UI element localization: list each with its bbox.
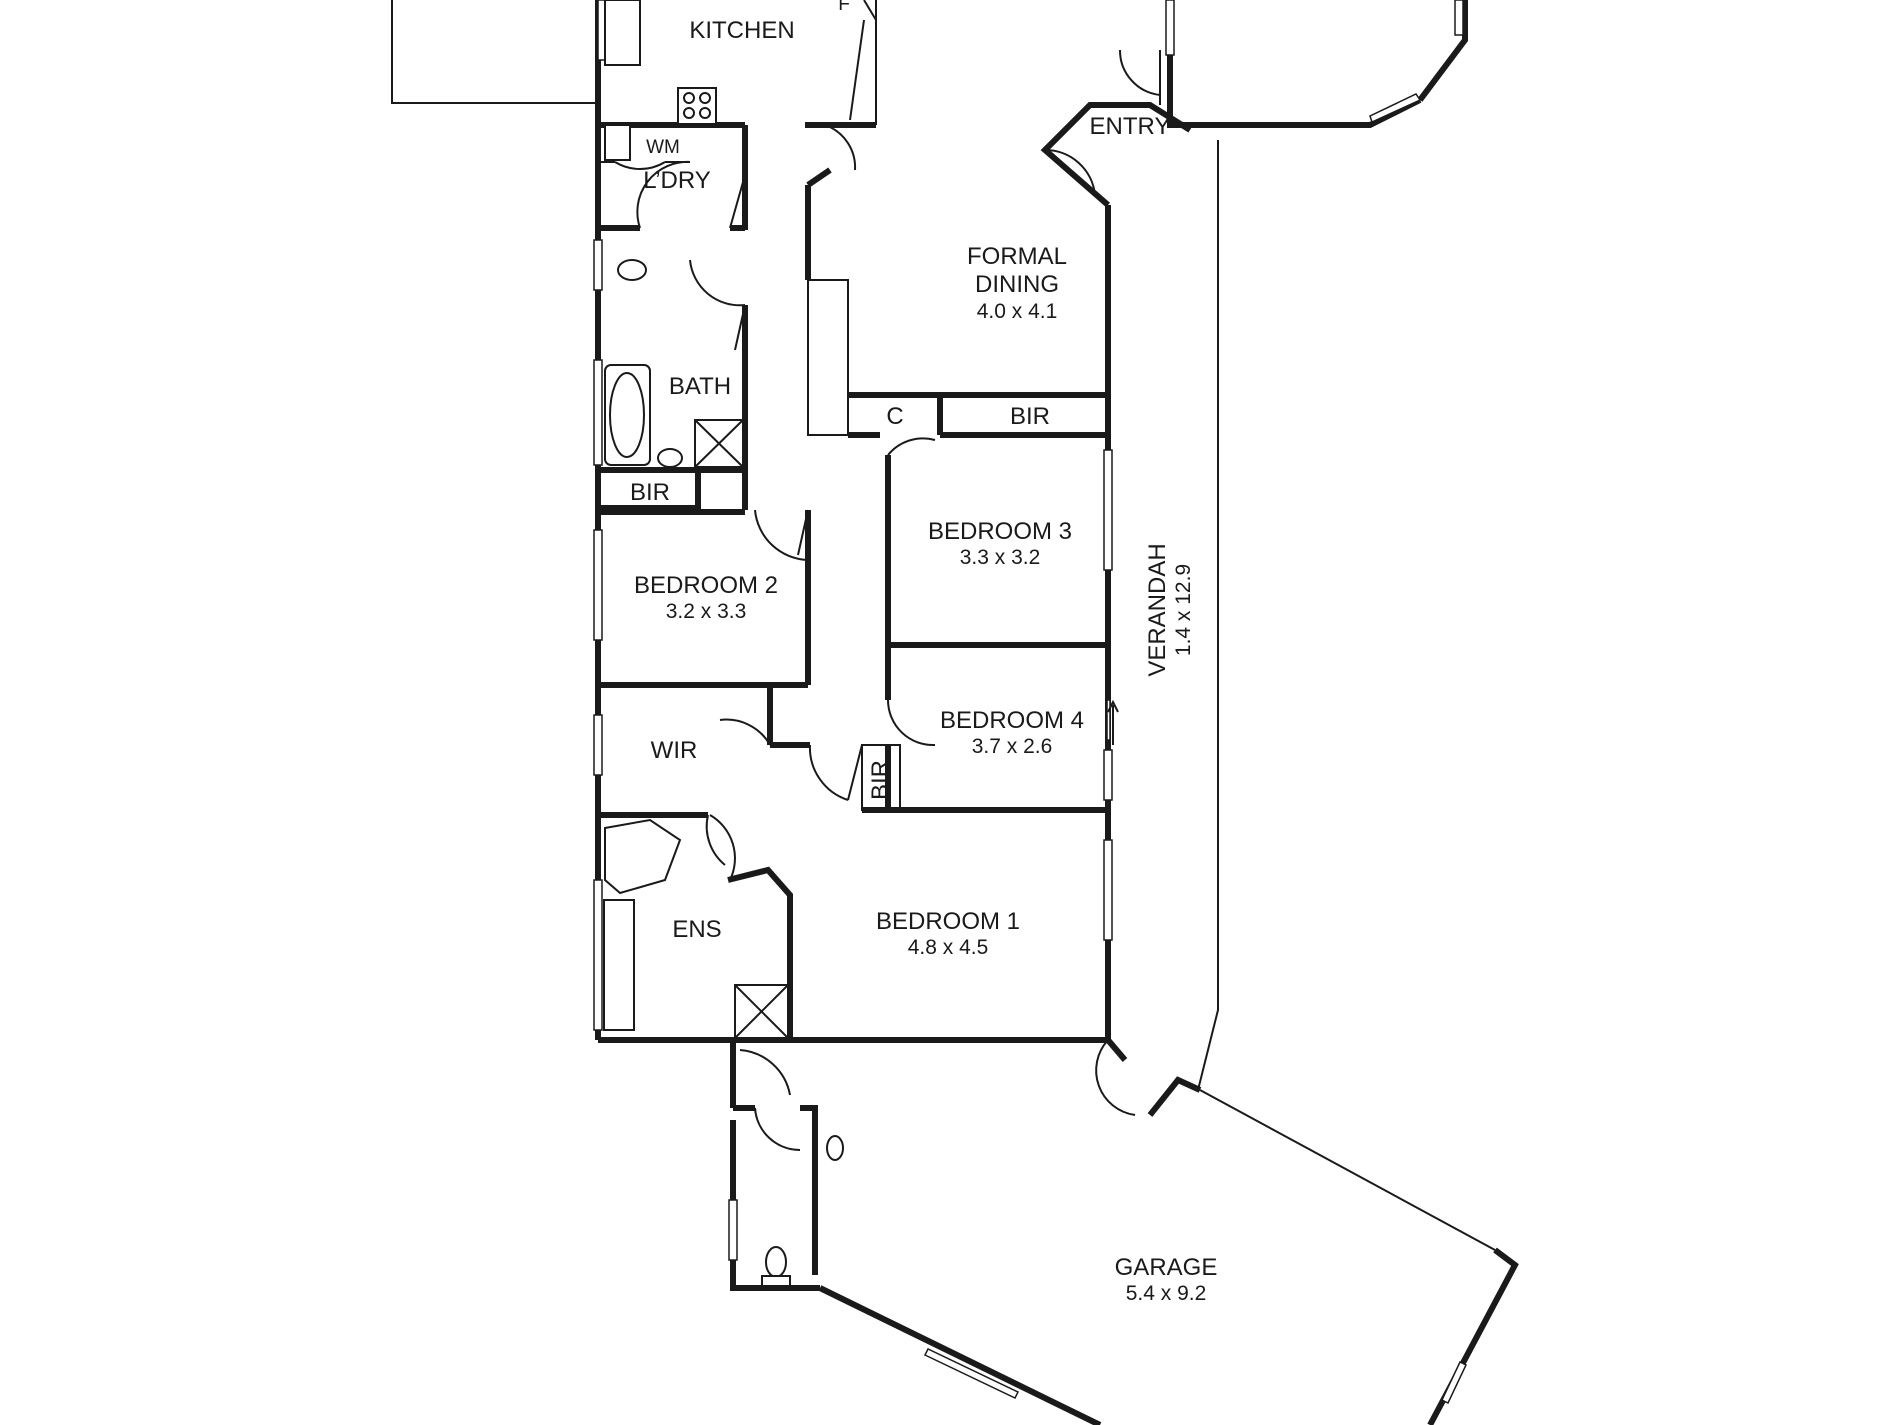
garage-size: 5.4 x 9.2 <box>1126 1282 1207 1305</box>
windows <box>593 0 1467 1405</box>
exterior-walls <box>391 0 1468 1043</box>
cupboard-label: C <box>886 403 903 430</box>
verandah-outline <box>1197 140 1219 1091</box>
bedroom2-size: 3.2 x 3.3 <box>666 600 747 623</box>
formal-dining-label-2: DINING <box>975 271 1059 298</box>
entry-label: ENTRY <box>1090 113 1171 140</box>
basin-icon <box>657 448 683 468</box>
verandah-label-group: VERANDAH 1.4 x 12.9 <box>1144 543 1195 676</box>
corner-bath-icon <box>604 818 682 895</box>
laundry-label: L’DRY <box>643 167 711 194</box>
bedroom3-label: BEDROOM 3 <box>928 518 1072 545</box>
garage-label: GARAGE <box>1115 1254 1218 1281</box>
bedroom4-size: 3.7 x 2.6 <box>972 735 1053 758</box>
garage-toilet-icon <box>765 1246 787 1278</box>
room-labels: KITCHEN F WM L’DRY ENTRY FORMAL DINING 4… <box>630 0 1217 1305</box>
bedroom4-label: BEDROOM 4 <box>940 707 1084 734</box>
bir-bed4-label: BIR <box>867 760 894 800</box>
sink-icon <box>604 0 641 66</box>
garage-walls <box>818 1038 1519 1425</box>
bir-bed4-group: BIR <box>867 760 894 800</box>
bir-top-label: BIR <box>1010 403 1050 430</box>
verandah-size: 1.4 x 12.9 <box>1172 564 1195 656</box>
formal-dining-label-1: FORMAL <box>967 243 1067 270</box>
bir-bath-label: BIR <box>630 479 670 506</box>
verandah-arrow-icon <box>1107 699 1119 745</box>
wm-label: WM <box>646 137 680 158</box>
bedroom1-label: BEDROOM 1 <box>876 908 1020 935</box>
doors <box>614 19 1161 1152</box>
bedroom1-size: 4.8 x 4.5 <box>908 936 989 959</box>
bath-label: BATH <box>669 373 731 400</box>
fridge-label: F <box>838 0 850 15</box>
kitchen-label: KITCHEN <box>689 17 794 44</box>
toilet-icon <box>617 259 647 281</box>
ensuite-label: ENS <box>672 916 721 943</box>
bedroom2-label: BEDROOM 2 <box>634 572 778 599</box>
fixtures <box>603 0 844 1287</box>
laundry-tub-icon <box>604 124 631 161</box>
bedroom3-size: 3.3 x 3.2 <box>960 546 1041 569</box>
garage-basin-icon <box>826 1135 844 1161</box>
formal-dining-size: 4.0 x 4.1 <box>977 300 1058 323</box>
verandah-label: VERANDAH <box>1144 543 1171 676</box>
cooktop-icon <box>677 87 717 125</box>
wir-label: WIR <box>651 737 698 764</box>
